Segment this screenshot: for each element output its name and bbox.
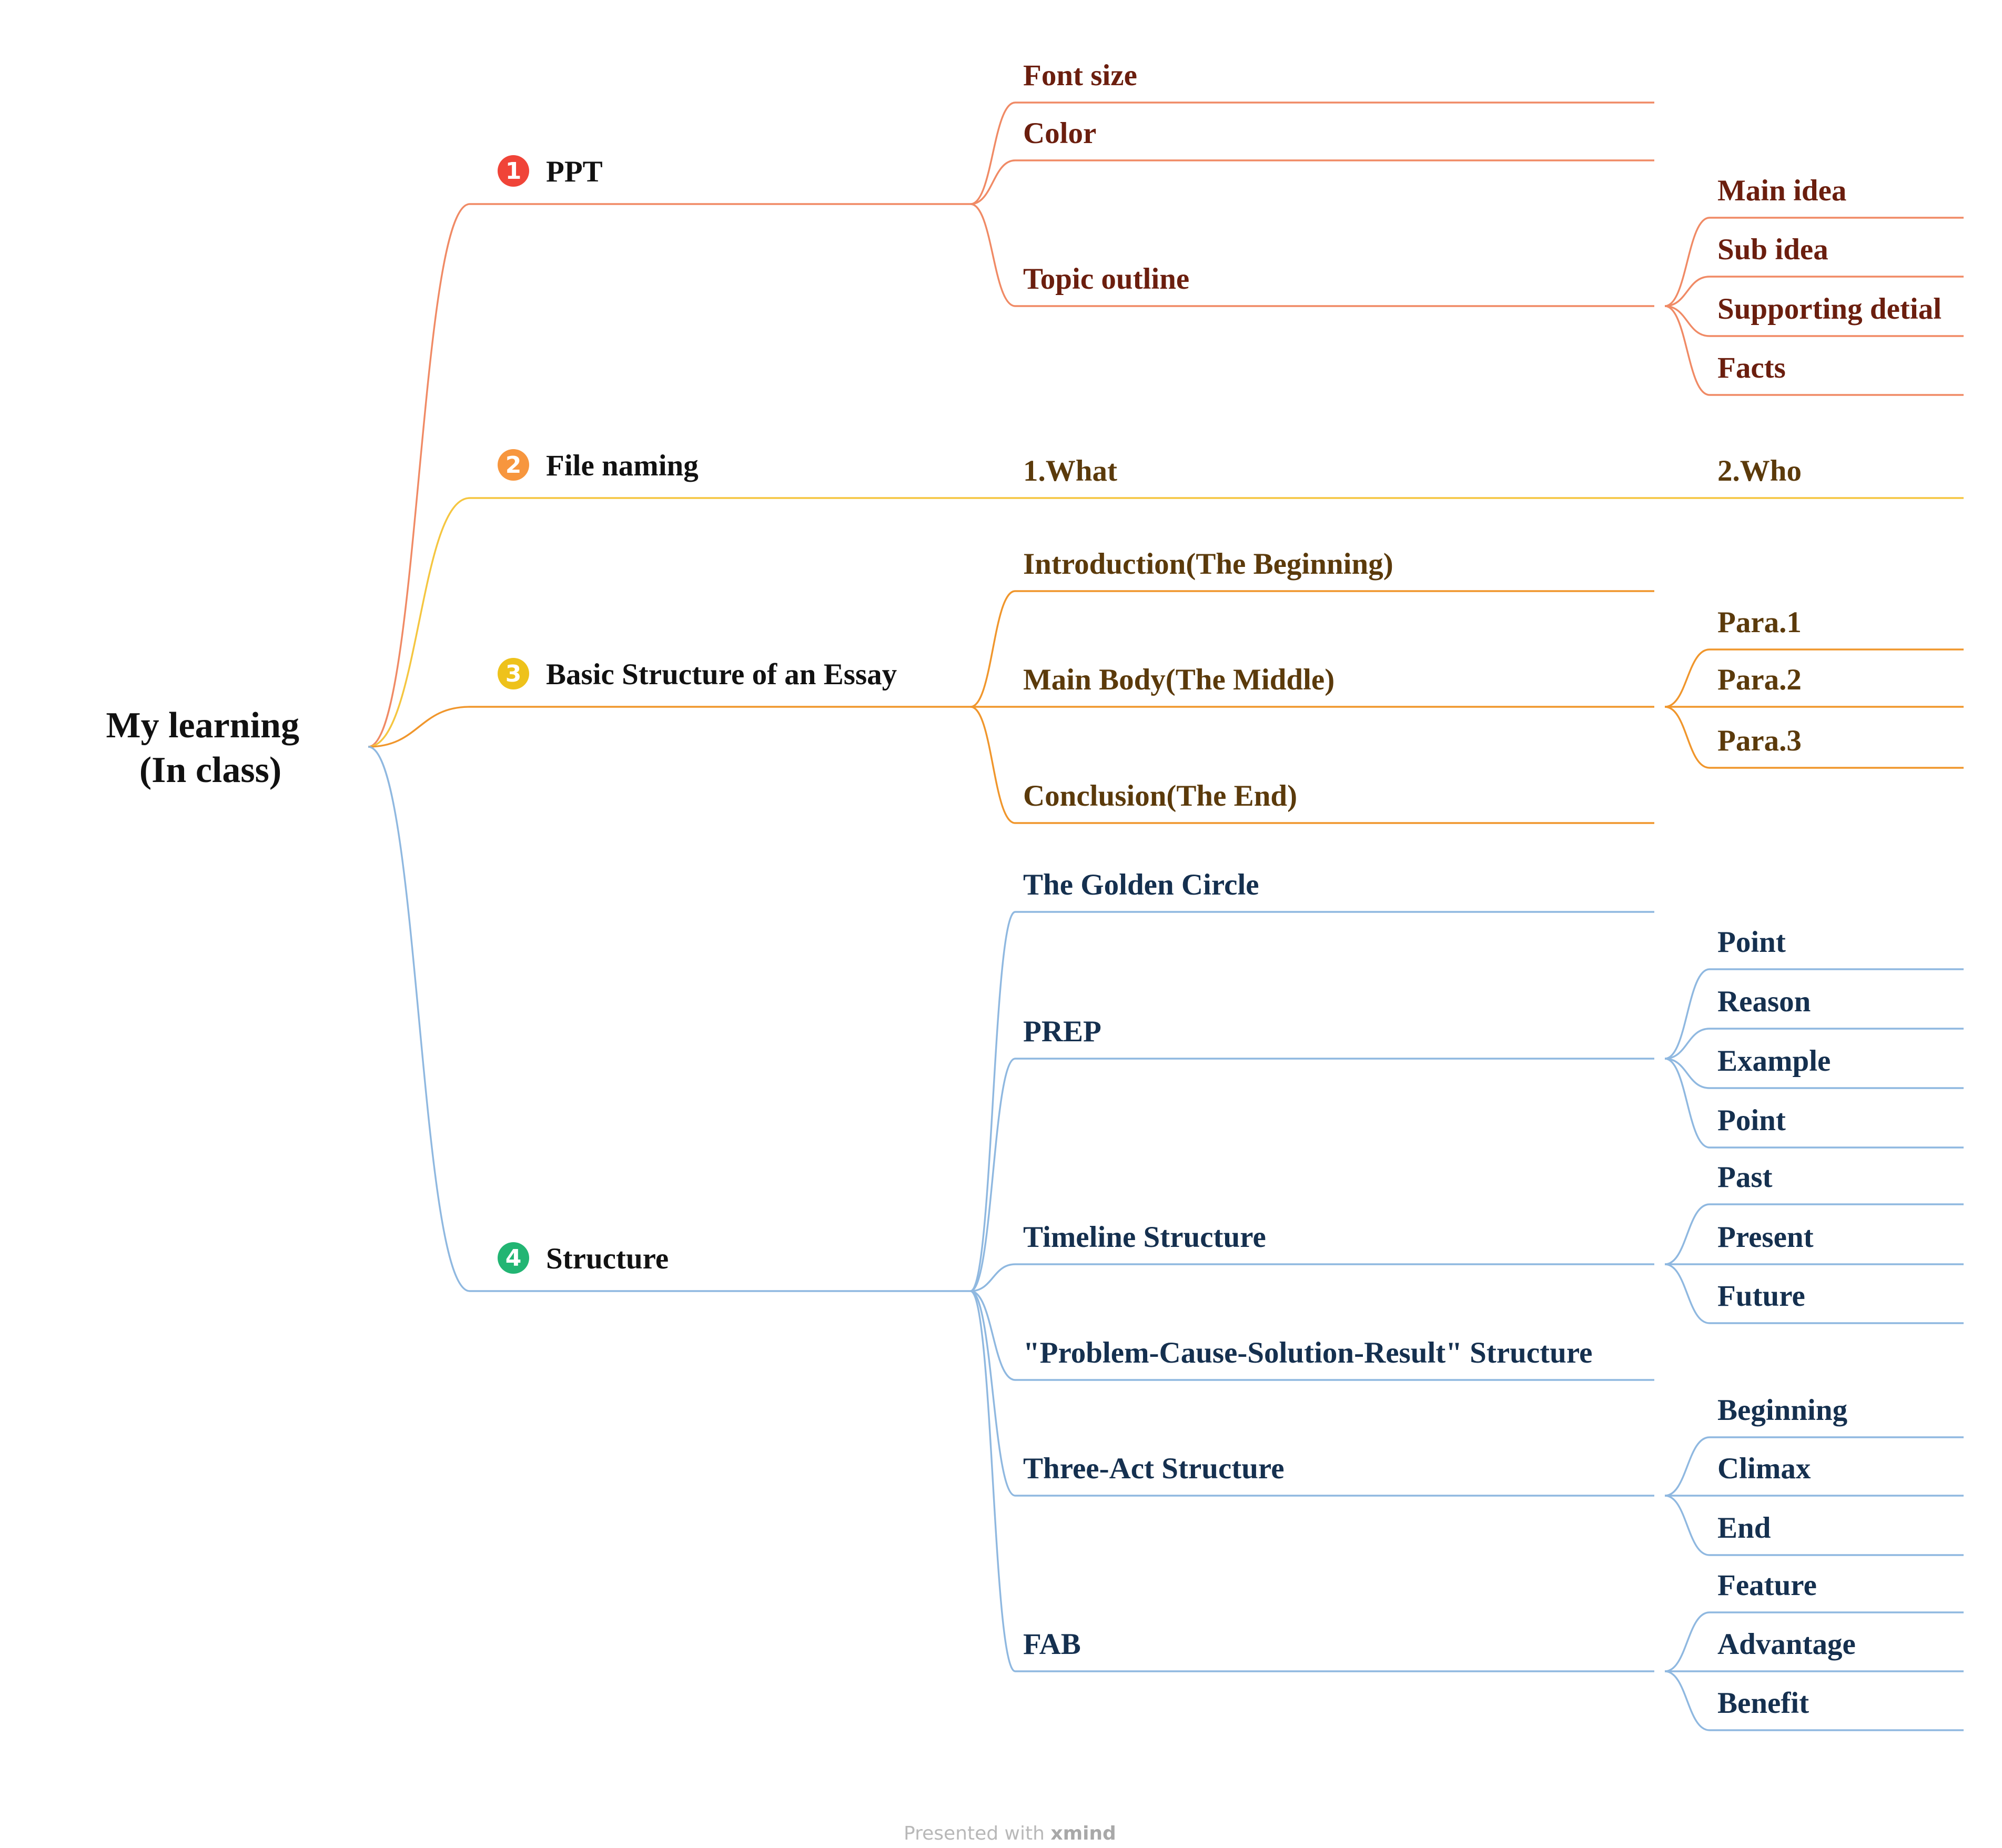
leaf-topic[interactable]: Reason	[1717, 985, 1811, 1018]
connector-layer	[368, 101, 1964, 1731]
leaf-topic[interactable]: Future	[1717, 1280, 1805, 1313]
subtopic-connector	[970, 706, 1016, 824]
branch-topic[interactable]: PPT	[546, 155, 603, 188]
number-badge-icon: 4	[498, 1242, 529, 1274]
leaf-connector	[1664, 648, 1710, 708]
leaf-topic[interactable]: Present	[1717, 1221, 1814, 1254]
subtopic[interactable]: FAB	[1023, 1628, 1081, 1661]
subtopic[interactable]: "Problem-Cause-Solution-Result" Structur…	[1023, 1336, 1592, 1369]
subtopic-connector	[970, 1290, 1016, 1672]
leaf-connector	[1664, 305, 1710, 337]
leaf-topic[interactable]: Facts	[1717, 351, 1786, 384]
branch-topic[interactable]: File naming	[546, 449, 699, 482]
leaf-topic[interactable]: Example	[1717, 1044, 1831, 1078]
leaf-topic[interactable]: Past	[1717, 1161, 1773, 1194]
subtopic-connector	[970, 1290, 1016, 1381]
subtopic[interactable]: Introduction(The Beginning)	[1023, 547, 1393, 581]
badge-number: 3	[505, 661, 522, 687]
subtopic-connector	[970, 159, 1016, 205]
footer-credit: Presented with xmind	[904, 1823, 1116, 1844]
subtopic-connector	[970, 1290, 1016, 1497]
branch-connector	[368, 746, 470, 1292]
branch-topic[interactable]: Basic Structure of an Essay	[546, 658, 897, 691]
branch-topic[interactable]: Structure	[546, 1242, 669, 1275]
subtopic[interactable]: Timeline Structure	[1023, 1221, 1266, 1254]
leaf-topic[interactable]: Climax	[1717, 1452, 1811, 1485]
subtopic-connector	[970, 1263, 1016, 1292]
badge-number: 2	[505, 452, 522, 479]
badge-number: 1	[505, 158, 522, 185]
leaf-connector	[1664, 1670, 1710, 1731]
leaf-topic[interactable]: Main idea	[1717, 174, 1846, 207]
subtopic[interactable]: Three-Act Structure	[1023, 1452, 1285, 1485]
root-topic[interactable]: My learning (In class)	[106, 705, 309, 790]
leaf-topic[interactable]: End	[1717, 1511, 1771, 1545]
leaf-topic[interactable]: Para.2	[1717, 663, 1802, 696]
leaf-topic[interactable]: Sub idea	[1717, 233, 1828, 266]
leaf-connector	[1664, 217, 1710, 307]
subtopic-connector	[970, 203, 1016, 307]
leaf-connector	[1664, 276, 1710, 307]
leaf-connector	[1664, 1028, 1710, 1060]
leaf-connector	[1664, 968, 1710, 1060]
leaf-connector	[1664, 1058, 1710, 1149]
leaf-connector	[1664, 1436, 1710, 1497]
badge-circle	[498, 155, 529, 187]
badge-circle	[498, 449, 529, 481]
subtopic-connector	[970, 911, 1016, 1292]
leaf-connector	[1664, 1495, 1710, 1556]
leaf-connector	[1664, 1203, 1710, 1265]
subtopic[interactable]: The Golden Circle	[1023, 868, 1259, 901]
leaf-topic[interactable]: Para.1	[1717, 606, 1802, 639]
subtopic-connector	[970, 590, 1016, 708]
leaf-topic[interactable]: Beginning	[1717, 1394, 1847, 1427]
footer-prefix: Presented with	[904, 1823, 1050, 1844]
subtopic[interactable]: PREP	[1023, 1015, 1101, 1048]
leaf-topic[interactable]: Advantage	[1717, 1628, 1856, 1661]
subtopic[interactable]: Main Body(The Middle)	[1023, 663, 1334, 696]
leaf-connector	[1664, 1611, 1710, 1672]
subtopic[interactable]: 1.What	[1023, 454, 1117, 488]
number-badge-icon: 2	[498, 449, 529, 481]
root-topic-line-2: (In class)	[139, 750, 281, 790]
leaf-topic[interactable]: Para.3	[1717, 724, 1802, 757]
subtopic[interactable]: Topic outline	[1023, 262, 1189, 296]
root-topic-line-1: My learning	[106, 705, 299, 746]
leaf-connector	[1664, 1263, 1710, 1324]
leaf-topic[interactable]: Point	[1717, 926, 1786, 959]
subtopic[interactable]: Font size	[1023, 59, 1137, 92]
leaf-connector	[1664, 706, 1710, 769]
subtopic[interactable]: Color	[1023, 117, 1096, 150]
subtopic-connector	[970, 1058, 1016, 1292]
subtopic[interactable]: Conclusion(The End)	[1023, 779, 1297, 813]
badge-circle	[498, 1242, 529, 1274]
number-badge-icon: 3	[498, 658, 529, 689]
number-badge-icon: 1	[498, 155, 529, 187]
leaf-connector	[1664, 1058, 1710, 1089]
branch-connector	[368, 203, 470, 748]
leaf-topic[interactable]: Point	[1717, 1104, 1786, 1137]
branch-connector	[368, 706, 470, 748]
leaf-topic[interactable]: Supporting detial	[1717, 292, 1942, 326]
subtopic-connector	[970, 101, 1016, 205]
badge-circle	[498, 658, 529, 689]
leaf-connector	[1664, 305, 1710, 396]
leaf-topic[interactable]: Feature	[1717, 1569, 1817, 1602]
footer-brand: xmind	[1050, 1823, 1116, 1844]
leaf-topic[interactable]: 2.Who	[1717, 454, 1802, 488]
branch-connector	[368, 497, 470, 748]
leaf-topic[interactable]: Benefit	[1717, 1687, 1809, 1720]
badge-number: 4	[505, 1245, 522, 1272]
